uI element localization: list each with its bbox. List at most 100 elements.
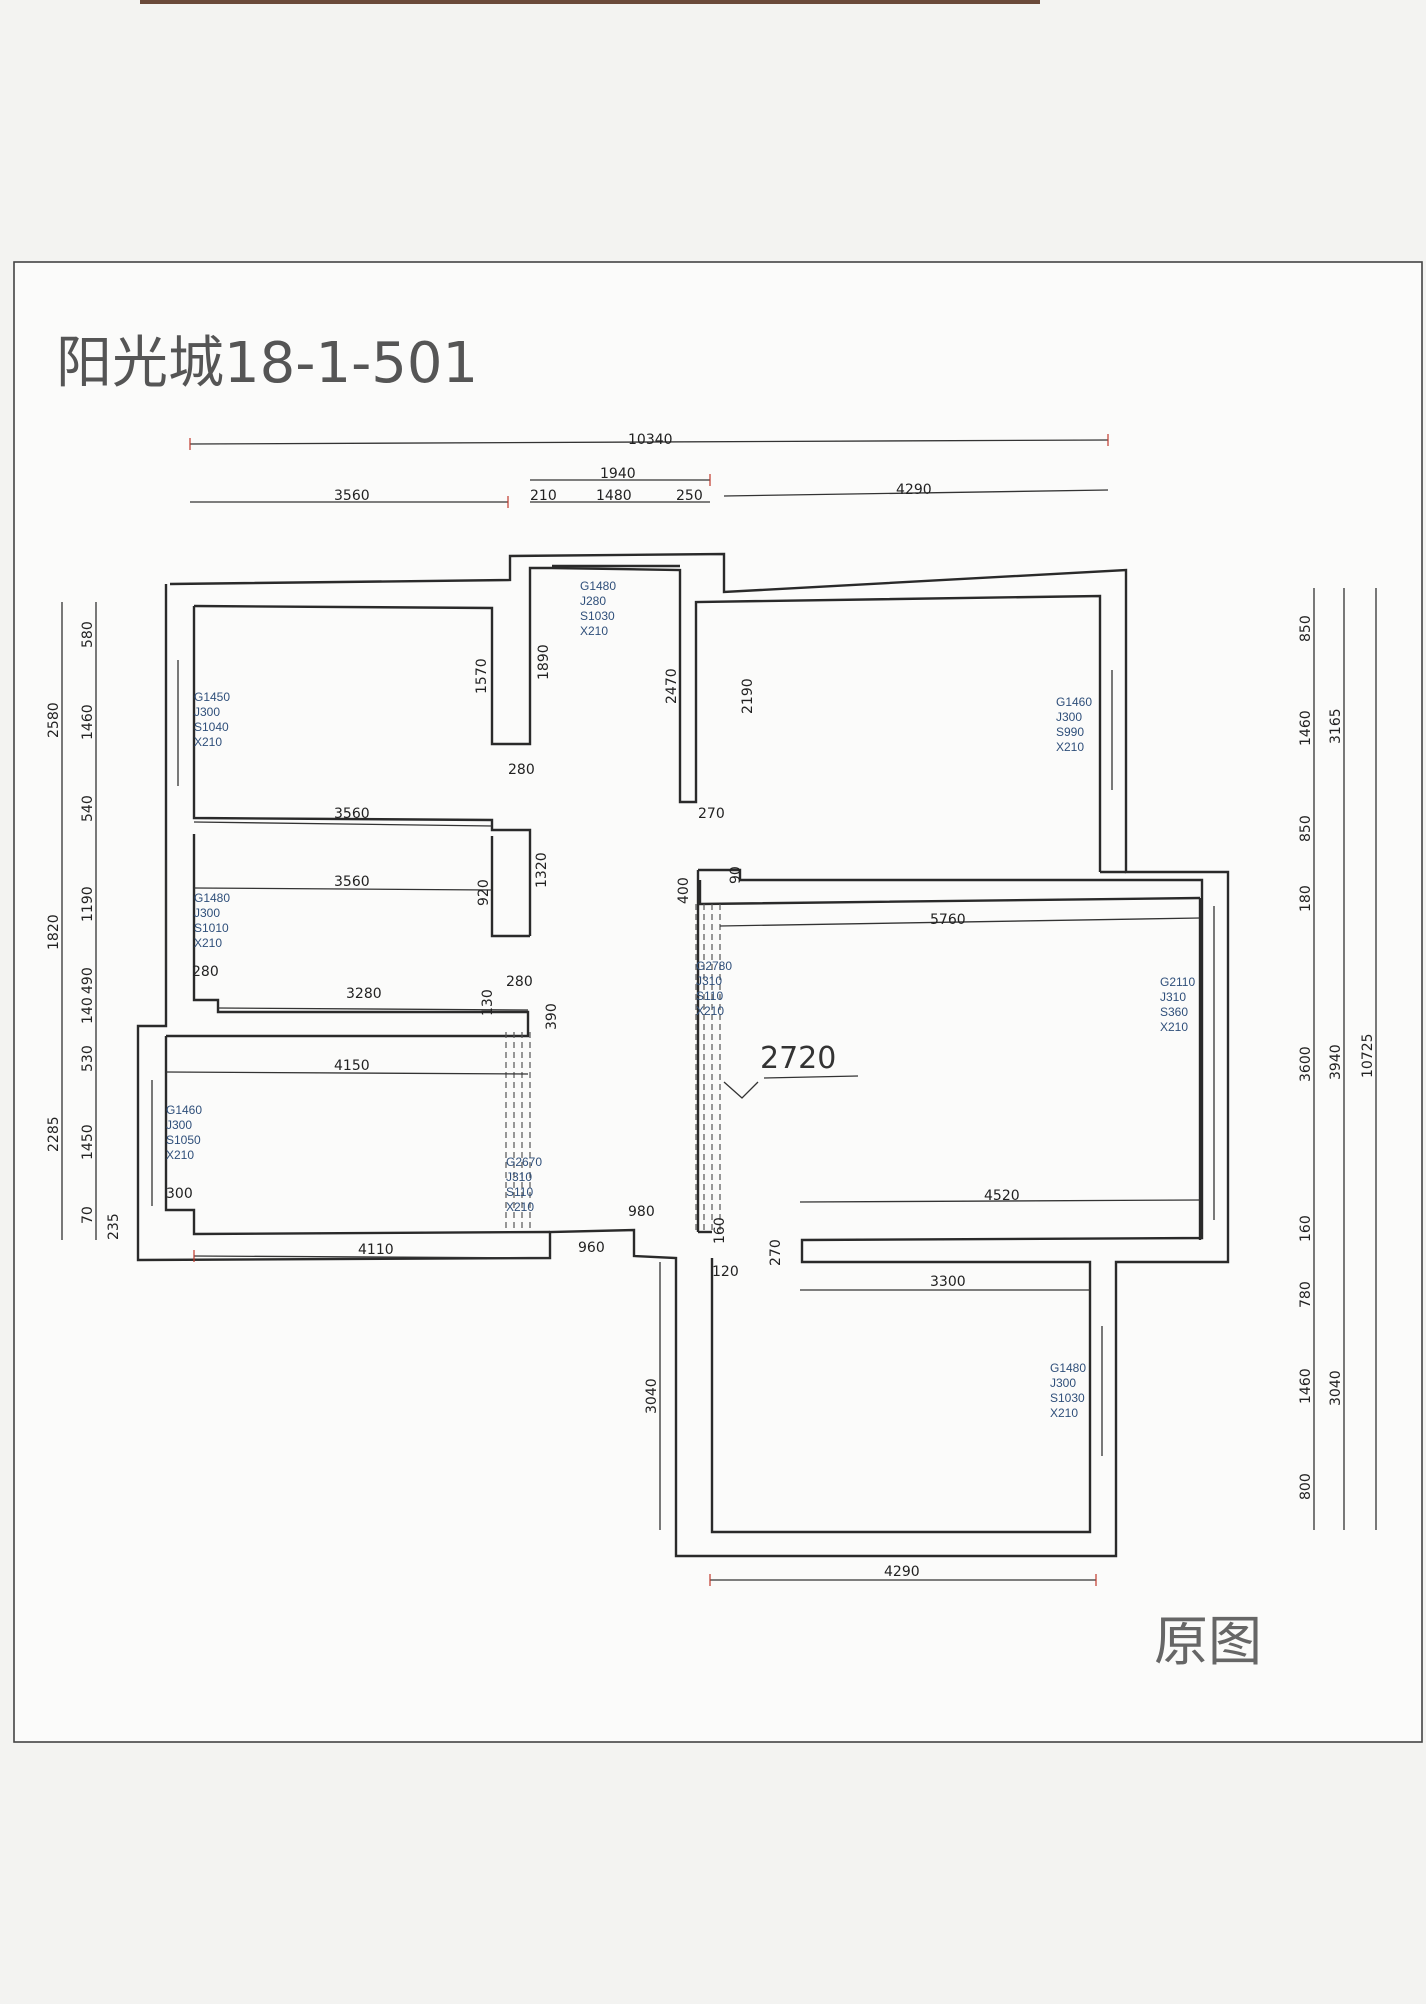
dim-int-11: 400 — [676, 877, 692, 904]
dim-left-inner-2: 1460 — [80, 704, 96, 740]
svg-text:G1450: G1450 — [194, 690, 230, 704]
window-labels: G1480 J280 S1030 X210 G1450 J300 S1040 X… — [166, 579, 1195, 1420]
dim-int-22: 960 — [578, 1240, 605, 1256]
svg-text:G1480: G1480 — [1050, 1361, 1086, 1375]
dim-right-mid-3: 3040 — [1328, 1370, 1344, 1406]
dim-top-left: 3560 — [334, 488, 370, 504]
dim-left-outer-2: 1820 — [46, 914, 62, 950]
dim-int-7: 3560 — [334, 806, 370, 822]
window-marks — [151, 660, 1215, 1456]
svg-text:X210: X210 — [194, 735, 222, 749]
dim-right-inner-7: 780 — [1298, 1281, 1314, 1308]
svg-text:S990: S990 — [1056, 725, 1084, 739]
dim-right-inner-5: 3600 — [1298, 1046, 1314, 1082]
svg-text:X210: X210 — [1050, 1406, 1078, 1420]
svg-text:J300: J300 — [194, 705, 220, 719]
dim-int-18: 390 — [544, 1003, 560, 1030]
dim-int-6: 270 — [698, 806, 725, 822]
dim-int-27: 120 — [712, 1264, 739, 1280]
svg-text:G1460: G1460 — [166, 1103, 202, 1117]
svg-text:G2670: G2670 — [506, 1155, 542, 1169]
dim-left-inner-8: 1450 — [80, 1124, 96, 1160]
dim-int-17: 130 — [480, 989, 496, 1016]
dim-right-mid-1: 3165 — [1328, 708, 1344, 744]
svg-text:S1040: S1040 — [194, 720, 229, 734]
svg-text:X210: X210 — [696, 1004, 724, 1018]
dim-int-16: 280 — [506, 974, 533, 990]
dim-int-25: 4520 — [984, 1188, 1020, 1204]
dim-top-total: 10340 — [628, 432, 673, 448]
dim-left-inner-6: 140 — [80, 997, 96, 1024]
dim-right-inner-9: 800 — [1298, 1473, 1314, 1500]
dim-right-inner-4: 180 — [1298, 885, 1314, 912]
dim-top-b: 1480 — [596, 488, 632, 504]
svg-text:J300: J300 — [194, 906, 220, 920]
dim-right-inner-6: 160 — [1298, 1215, 1314, 1242]
red-ticks — [189, 434, 1109, 1586]
svg-text:G1480: G1480 — [194, 891, 230, 905]
interior-dimensions: 1570 1890 280 2470 2190 270 3560 1320 35… — [166, 644, 1020, 1580]
window-label-8: G2670 J310 S110 X210 — [506, 1155, 542, 1214]
dim-right-mid-2: 3940 — [1328, 1044, 1344, 1080]
svg-text:G2780: G2780 — [696, 959, 732, 973]
left-dimensions: 2580 1820 2285 235 580 1460 540 1190 490… — [46, 602, 122, 1240]
dim-right-inner-3: 850 — [1298, 815, 1314, 842]
dim-int-4: 2470 — [664, 668, 680, 704]
svg-text:G1480: G1480 — [580, 579, 616, 593]
dim-int-24: 160 — [712, 1217, 728, 1244]
svg-text:J300: J300 — [1056, 710, 1082, 724]
dim-int-19: 4150 — [334, 1058, 370, 1074]
svg-text:J310: J310 — [696, 974, 722, 988]
dim-int-8: 1320 — [534, 852, 550, 888]
window-label-7: G1460 J300 S1050 X210 — [166, 1103, 202, 1162]
dim-int-2: 1890 — [536, 644, 552, 680]
window-label-6: G2110 J310 S360 X210 — [1160, 975, 1195, 1034]
svg-text:G1460: G1460 — [1056, 695, 1092, 709]
svg-text:X210: X210 — [580, 624, 608, 638]
window-label-3: G1460 J300 S990 X210 — [1056, 695, 1092, 754]
svg-text:J310: J310 — [1160, 990, 1186, 1004]
dim-int-26: 270 — [768, 1239, 784, 1266]
dim-right-outer: 10725 — [1360, 1033, 1376, 1078]
interior-dim-lines — [165, 821, 1201, 1581]
dim-top-c: 250 — [676, 488, 703, 504]
dim-left-inner-4: 1190 — [80, 886, 96, 922]
svg-text:J300: J300 — [1050, 1376, 1076, 1390]
dim-int-9: 3560 — [334, 874, 370, 890]
svg-text:J300: J300 — [166, 1118, 192, 1132]
svg-text:J280: J280 — [580, 594, 606, 608]
svg-text:S360: S360 — [1160, 1005, 1188, 1019]
dim-left-outer-3: 2285 — [46, 1116, 62, 1152]
svg-text:S110: S110 — [506, 1185, 533, 1199]
dim-int-5: 2190 — [740, 678, 756, 714]
dim-right-inner-1: 850 — [1298, 615, 1314, 642]
svg-text:S1010: S1010 — [194, 921, 229, 935]
svg-text:S1050: S1050 — [166, 1133, 201, 1147]
dim-top-a: 210 — [530, 488, 557, 504]
dim-int-23: 980 — [628, 1204, 655, 1220]
dim-int-15: 3280 — [346, 986, 382, 1002]
window-label-4: G1480 J300 S1010 X210 — [194, 891, 230, 950]
svg-text:G2110: G2110 — [1160, 975, 1195, 989]
dim-int-30: 4290 — [884, 1564, 920, 1580]
svg-text:X210: X210 — [506, 1200, 534, 1214]
window-label-9: G1480 J300 S1030 X210 — [1050, 1361, 1086, 1420]
svg-text:X210: X210 — [1160, 1020, 1188, 1034]
dim-int-29: 3040 — [644, 1378, 660, 1414]
svg-text:J310: J310 — [506, 1170, 532, 1184]
dim-left-inner-1: 580 — [80, 621, 96, 648]
dim-int-20: 300 — [166, 1186, 193, 1202]
window-label-1: G1480 J280 S1030 X210 — [580, 579, 616, 638]
photo-edge — [140, 0, 1040, 4]
dim-int-1: 1570 — [474, 658, 490, 694]
dim-left-outer-4: 235 — [106, 1213, 122, 1240]
dim-2720: 2720 — [760, 1041, 836, 1076]
drawing-title: 阳光城18-1-501 — [56, 331, 478, 396]
dim-top-middle: 1940 — [600, 466, 636, 482]
dim-right-inner-8: 1460 — [1298, 1368, 1314, 1404]
walls — [136, 552, 1230, 1558]
svg-text:X210: X210 — [1056, 740, 1084, 754]
svg-text:S1030: S1030 — [580, 609, 615, 623]
